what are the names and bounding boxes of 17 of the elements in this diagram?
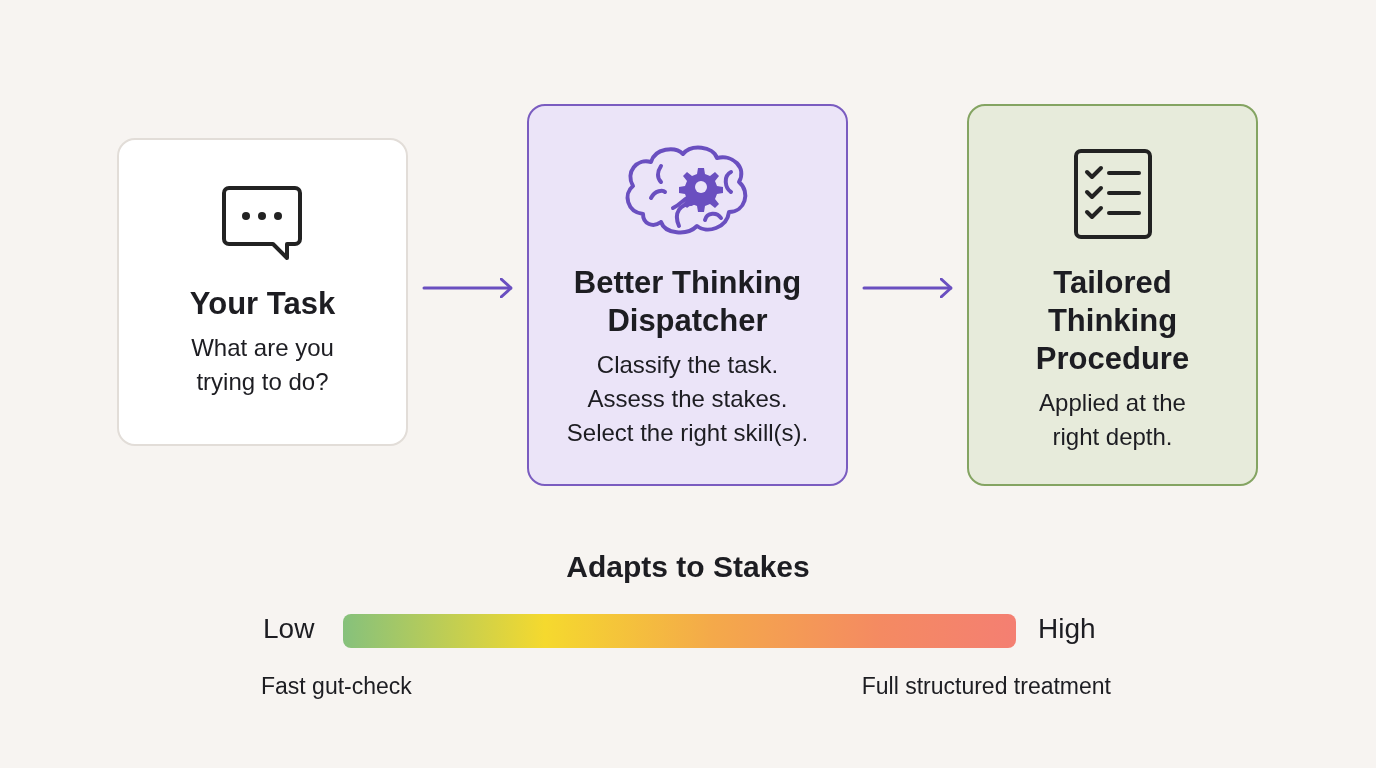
process-card [527,104,848,486]
card-description: Applied at the right depth. [1038,388,1187,452]
card-title: Tailored Thinking Procedure [1034,264,1191,378]
process-card [117,138,408,446]
card-title: Better Thinking Dispatcher [572,264,803,340]
card-description: Classify the task. Assess the stakes. Select the right skill(s). [565,350,810,448]
card-title: Your Task [188,285,337,323]
scale-end-label: High [1038,613,1096,645]
arrow [862,277,953,299]
gradient-scale-bar [343,614,1016,648]
scale-note: Full structured treatment [861,673,1111,700]
scale-title: Adapts to Stakes [566,550,810,584]
card-description: What are you trying to do? [190,333,335,397]
scale-end-label: Low [263,613,315,645]
process-card [967,104,1258,486]
scale-note: Fast gut-check [261,673,412,700]
arrow [422,277,513,299]
